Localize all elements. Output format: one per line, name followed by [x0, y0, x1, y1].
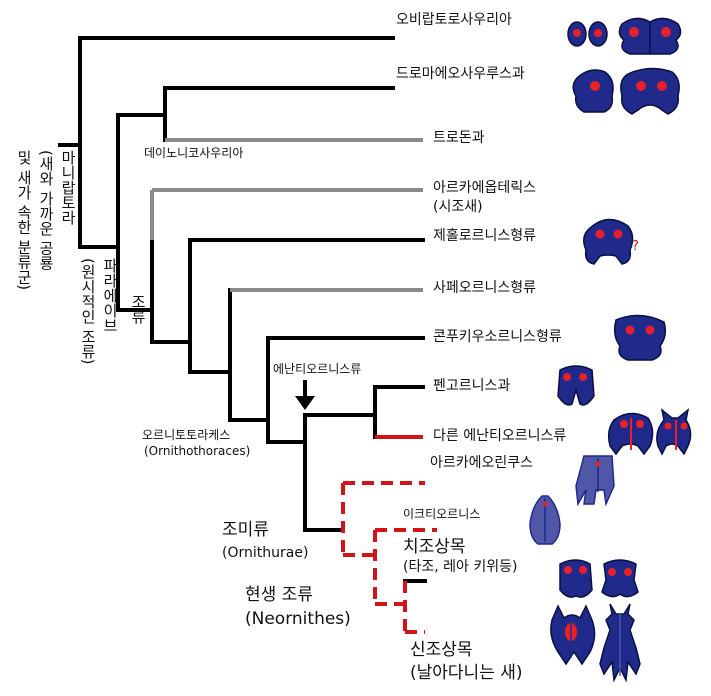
neornithes-dashed-branches: [341, 481, 437, 634]
label-paleognathae: 치조상목: [403, 537, 466, 557]
jeholornis-sternum-icon: ?: [583, 218, 639, 265]
label-pengornithidae: 펜고르니스과: [433, 378, 511, 394]
label-aves: 조류: [129, 294, 147, 324]
label-enantiornithes: 에난티오르니스류: [273, 362, 362, 376]
tree-branches: [58, 36, 427, 583]
label-confuciusornithiformes: 콘푸키우소르니스형류: [433, 329, 562, 345]
dromaeosaur-sternum-icon: [572, 67, 680, 115]
neognath-sternum-icon: [550, 603, 641, 683]
label-oviraptorosauria: 오비랍토로사우리아: [396, 12, 512, 28]
confuciusornis-sternum-icon: [613, 314, 667, 361]
label-archaeorhynchus: 아르카에오린쿠스: [430, 455, 534, 471]
label-maniraptora-desc-1: (새와 가까운 공룡: [37, 150, 55, 271]
label-sapeornithiformes: 사페오르니스형류: [433, 280, 537, 296]
label-ornithurae: 조미류: [222, 520, 269, 540]
label-troodontidae: 트로돈과: [433, 130, 485, 146]
label-paraves: 파라에이브: [101, 258, 119, 333]
archaeorhynchus-sternum-icon: [575, 455, 615, 507]
label-jeholornithiformes: 제홀로르니스형류: [433, 228, 537, 244]
uncertain-branches: [150, 138, 423, 292]
label-paleognathae-sub: (타조, 레아 키위등): [403, 559, 518, 575]
label-archaeopteryx-sub: (시조새): [433, 199, 483, 215]
ichthyornis-sternum-icon: [529, 495, 561, 545]
enantiornithes-arrow: [295, 380, 315, 410]
label-maniraptora-desc-2: 및 새가 속한 분류군): [15, 150, 33, 291]
label-neognathae-sub: (날아다니는 새): [410, 663, 523, 683]
enantiornithes-sternum-icon: [607, 408, 692, 456]
label-ornithothoraces: 오르니토토라케스: [142, 428, 231, 442]
label-neornithes: 현생 조류: [245, 585, 313, 605]
label-ornithurae-en: (Ornithurae): [222, 545, 309, 561]
label-maniraptora: 마니랍토라: [59, 150, 77, 225]
pengornis-sternum-icon: [557, 365, 595, 406]
paleognath-sternum-icon: [559, 559, 639, 598]
label-paraves-desc: (원시적인 조류): [79, 258, 97, 365]
label-ornithothoraces-en: (Ornithothoraces): [144, 444, 251, 458]
label-neognathae: 신조상목: [410, 640, 473, 660]
label-ichthyornis: 이크티오르니스: [403, 507, 481, 521]
label-neornithes-en: (Neornithes): [245, 609, 351, 629]
oviraptorosaur-sternum-icon: [567, 17, 682, 55]
svg-text:?: ?: [632, 239, 639, 254]
label-other-enantiornithes: 다른 에난티오르니스류: [433, 428, 567, 444]
label-dromaeosauridae: 드로마에오사우루스과: [396, 66, 525, 82]
label-archaeopteryx: 아르카에옵테릭스: [433, 180, 537, 196]
label-deinonychosauria: 데이노니코사우리아: [144, 146, 244, 160]
